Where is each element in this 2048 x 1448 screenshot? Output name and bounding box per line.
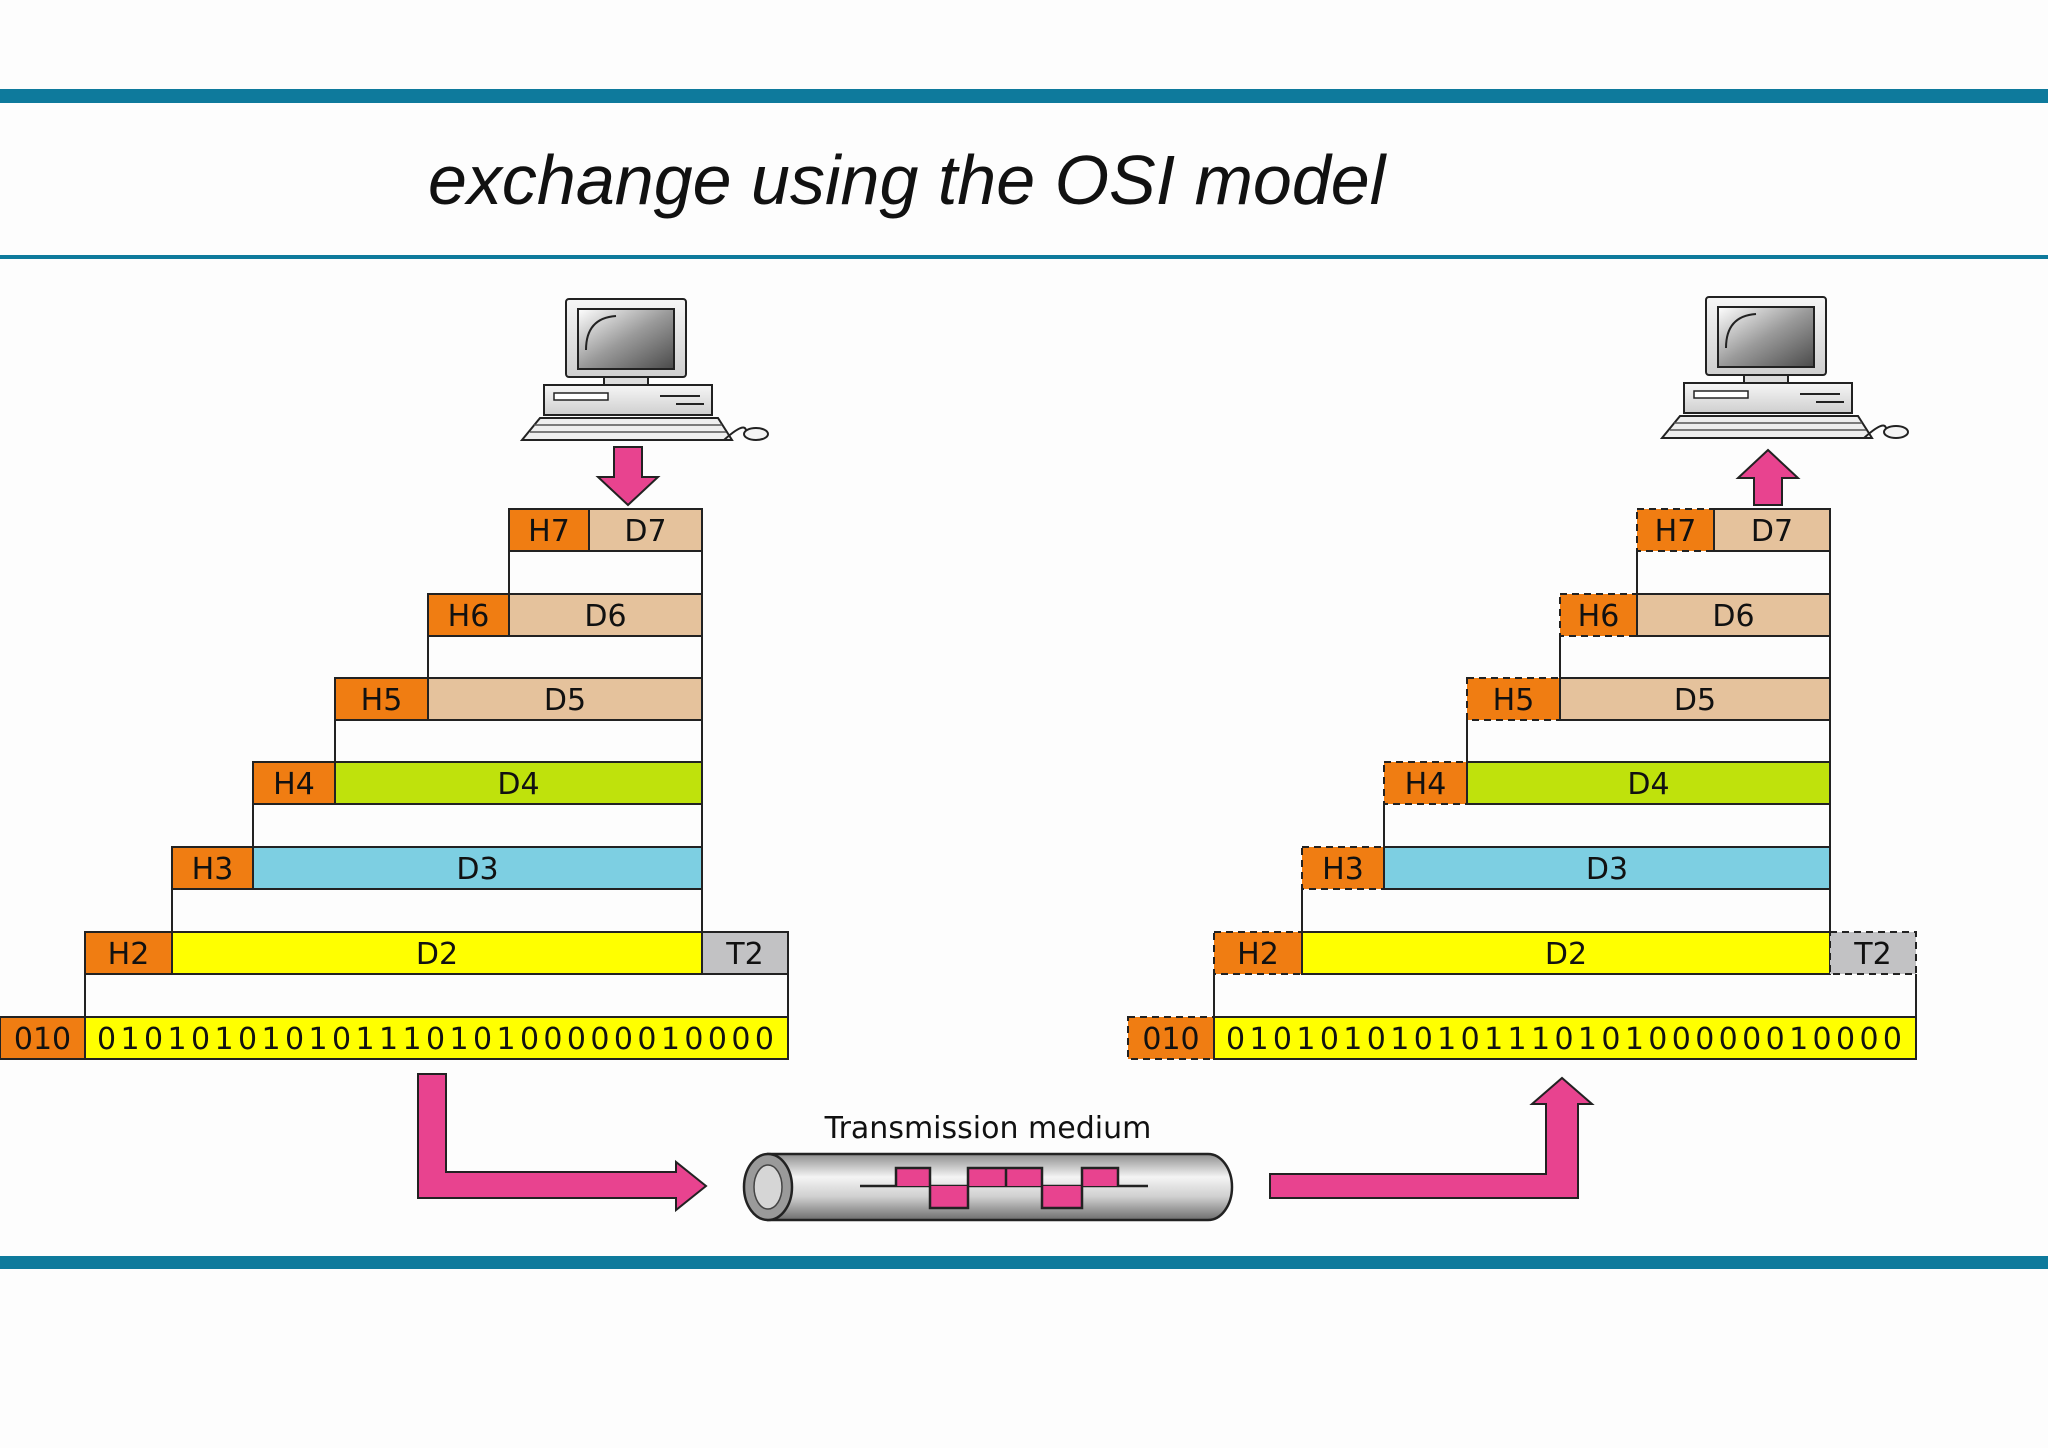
sender-physical-bits-box xyxy=(84,1016,789,1060)
sender-trailer-t2-label: T2 xyxy=(725,937,763,972)
sender-header-h3-label: H3 xyxy=(192,852,234,887)
receiver-header-h3-box xyxy=(1301,846,1385,890)
receiver-trailer-t2-label: T2 xyxy=(1853,937,1891,972)
sender-header-h5-box xyxy=(334,677,429,721)
sender-data-d4-box xyxy=(334,761,703,805)
receiver-data-d4-label: D4 xyxy=(1627,767,1669,802)
top-rule xyxy=(0,89,2048,103)
sender-header-h4-box xyxy=(252,761,336,805)
receiver-data-d5-label: D5 xyxy=(1674,683,1716,718)
receiver-data-d4-box xyxy=(1466,761,1831,805)
receiver-data-d3-label: D3 xyxy=(1586,852,1628,887)
title-underline xyxy=(0,255,2048,259)
sender-header-h6-box xyxy=(427,593,510,637)
receiver-data-d3-box xyxy=(1383,846,1831,890)
receiver-data-d6-box xyxy=(1636,593,1831,637)
sender-trailer-t2-box xyxy=(701,931,789,975)
receiver-header-h3-label: H3 xyxy=(1322,852,1364,887)
sender-data-d7-label: D7 xyxy=(624,514,666,549)
transmission-medium: Transmission medium xyxy=(742,1111,1234,1222)
sender-data-d2-label: D2 xyxy=(416,937,458,972)
up-arrow-icon xyxy=(1735,448,1801,506)
sender-data-d4-label: D4 xyxy=(497,767,539,802)
receiver-header-h4-label: H4 xyxy=(1405,767,1447,802)
receiver-header-h5-box xyxy=(1466,677,1561,721)
receiver-physical-prefix-box xyxy=(1127,1016,1215,1060)
sender-data-d7-box xyxy=(588,508,703,552)
sender-header-h5-label: H5 xyxy=(361,683,403,718)
receiver-physical-prefix-label: 010 xyxy=(1142,1022,1199,1057)
sender-physical-bits-label: 01010101010111010100000010000 xyxy=(97,1022,776,1057)
signal-waveform xyxy=(894,1166,1120,1210)
bottom-rule xyxy=(0,1256,2048,1269)
receiver-data-d5-box xyxy=(1559,677,1831,721)
sender-data-d5-box xyxy=(427,677,703,721)
receiver-physical-bits-label: 01010101010111010100000010000 xyxy=(1226,1022,1904,1057)
medium-to-receiver-arrow-icon xyxy=(1269,1076,1595,1199)
receiver-header-h5-label: H5 xyxy=(1493,683,1535,718)
receiver-trailer-t2-box xyxy=(1829,931,1917,975)
sender-header-h4-label: H4 xyxy=(273,767,315,802)
sender-computer-icon xyxy=(519,298,769,441)
receiver-data-d7-label: D7 xyxy=(1751,514,1793,549)
receiver-data-d2-label: D2 xyxy=(1545,937,1587,972)
sender-data-d3-box xyxy=(252,846,703,890)
sender-header-h6-label: H6 xyxy=(448,599,490,634)
sender-data-d3-label: D3 xyxy=(456,852,498,887)
receiver-data-d7-box xyxy=(1713,508,1831,552)
receiver-computer-icon xyxy=(1659,296,1909,439)
receiver-header-h7-box xyxy=(1636,508,1715,552)
medium-label: Transmission medium xyxy=(824,1111,1152,1146)
sender-data-d6-label: D6 xyxy=(584,599,626,634)
sender-data-d5-label: D5 xyxy=(544,683,586,718)
sender-header-h7-label: H7 xyxy=(528,514,570,549)
down-arrow-icon xyxy=(595,446,661,507)
sender-physical-prefix-label: 010 xyxy=(14,1022,71,1057)
receiver-data-d2-box xyxy=(1301,931,1831,975)
receiver-header-h7-label: H7 xyxy=(1655,514,1697,549)
sender-header-h2-label: H2 xyxy=(108,937,150,972)
receiver-header-h4-box xyxy=(1383,761,1468,805)
receiver-header-h6-label: H6 xyxy=(1578,599,1620,634)
receiver-header-h6-box xyxy=(1559,593,1638,637)
receiver-data-d6-label: D6 xyxy=(1712,599,1754,634)
sender-to-medium-arrow-icon xyxy=(417,1073,708,1213)
sender-header-h3-box xyxy=(171,846,254,890)
receiver-header-h2-label: H2 xyxy=(1237,937,1279,972)
slide-title: exchange using the OSI model xyxy=(428,141,1386,219)
sender-data-d6-box xyxy=(508,593,703,637)
sender-header-h7-box xyxy=(508,508,590,552)
receiver-header-h2-box xyxy=(1213,931,1303,975)
receiver-physical-bits-box xyxy=(1213,1016,1917,1060)
